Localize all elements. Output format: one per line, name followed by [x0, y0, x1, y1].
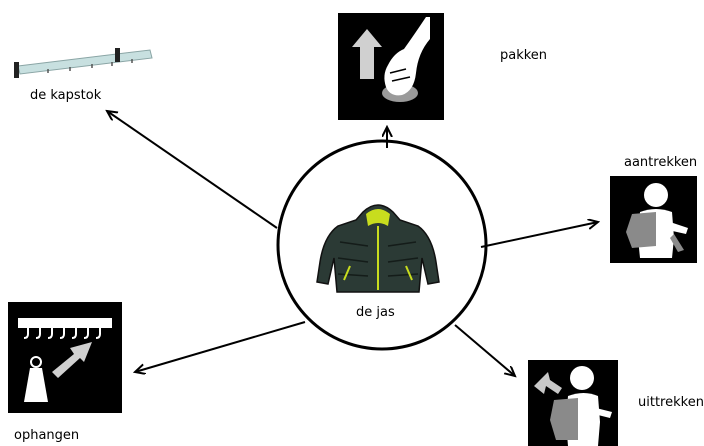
center-label: de jas	[356, 305, 395, 320]
arrow-to-aantrekken	[481, 222, 598, 247]
coat-rack-icon	[8, 42, 158, 80]
uittrekken-label: uittrekken	[638, 395, 704, 410]
arrow-to-ophangen	[135, 322, 305, 372]
ophangen-label: ophangen	[14, 428, 79, 443]
aantrekken-card	[610, 176, 697, 263]
person-put-on-coat-icon	[610, 176, 697, 263]
jacket-icon	[308, 196, 448, 296]
uittrekken-card	[528, 360, 618, 446]
jacket-picture	[308, 196, 448, 296]
person-take-off-coat-icon	[528, 360, 618, 446]
hand-grab-icon	[338, 13, 444, 120]
arrow-to-uittrekken	[455, 325, 515, 376]
ophangen-card	[8, 302, 122, 413]
pakken-label: pakken	[500, 48, 547, 63]
aantrekken-label: aantrekken	[624, 155, 697, 170]
hang-coat-icon	[8, 302, 122, 413]
arrow-to-kapstok	[107, 111, 277, 228]
kapstok-label: de kapstok	[30, 88, 101, 103]
node-kapstok	[8, 42, 158, 80]
pakken-card	[338, 13, 444, 120]
